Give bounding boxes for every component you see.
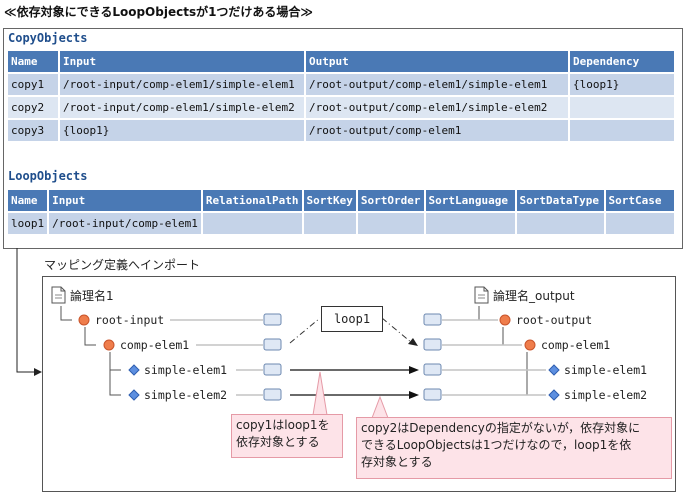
- copy-objects-cell: /root-input/comp-elem1/simple-elem2: [60, 97, 304, 118]
- right-tree-node: simple-elem1: [564, 363, 648, 377]
- copy-objects-cell: copy2: [8, 97, 58, 118]
- left-tree-node: comp-elem1: [120, 338, 190, 352]
- note-line: copy2はDependencyの指定がないが，依存対象に: [361, 421, 641, 435]
- copy-objects-cell: copy1: [8, 74, 58, 95]
- right-tree-node: simple-elem2: [564, 388, 648, 402]
- note-line: copy1はloop1を: [236, 418, 330, 432]
- loop-objects-cell: [516, 213, 604, 234]
- copy-objects-row: copy1/root-input/comp-elem1/simple-elem1…: [8, 74, 674, 95]
- loop-objects-header-sortdatatype: SortDataType: [516, 190, 604, 211]
- loop-objects-row: loop1/root-input/comp-elem1: [8, 213, 674, 234]
- loop-object-box: loop1: [321, 306, 383, 332]
- copy-objects-cell: /root-output/comp-elem1/simple-elem1: [306, 74, 568, 95]
- right-logical-name: 論理名_output: [493, 289, 575, 303]
- left-tree-node: simple-elem1: [144, 363, 228, 377]
- note-line: 存対象とする: [361, 455, 433, 469]
- note-line: できるLoopObjectsは1つだけなので，loop1を依: [361, 438, 632, 452]
- copy-objects-cell: /root-output/comp-elem1: [306, 120, 568, 141]
- document-icon: [51, 286, 66, 304]
- loop-objects-header-name: Name: [8, 190, 48, 211]
- copy-objects-header-input: Input: [60, 51, 304, 72]
- note-copy1: copy1はloop1を 依存対象とする: [231, 414, 343, 458]
- loop-objects-header-input: Input: [49, 190, 201, 211]
- copy-objects-cell: /root-input/comp-elem1/simple-elem1: [60, 74, 304, 95]
- left-tree-node: root-input: [95, 313, 165, 327]
- copy-objects-header-dependency: Dependency: [570, 51, 674, 72]
- note-line: 依存対象とする: [236, 435, 320, 449]
- page-heading: ≪依存対象にできるLoopObjectsが1つだけある場合≫: [4, 5, 313, 19]
- import-label: マッピング定義へインポート: [44, 258, 201, 272]
- loop-objects-cell: /root-input/comp-elem1: [49, 213, 201, 234]
- loop-objects-header-sortorder: SortOrder: [357, 190, 424, 211]
- loop-objects-title: LoopObjects: [8, 169, 88, 183]
- copy-objects-row: copy3{loop1}/root-output/comp-elem1: [8, 120, 674, 141]
- copy-objects-cell: {loop1}: [570, 74, 674, 95]
- document-icon: [474, 286, 489, 304]
- copy-objects-cell: /root-output/comp-elem1/simple-elem2: [306, 97, 568, 118]
- loop-objects-header-sortcase: SortCase: [605, 190, 674, 211]
- copy-objects-cell: [570, 120, 674, 141]
- right-tree-node: comp-elem1: [541, 338, 611, 352]
- copy-objects-header-output: Output: [306, 51, 568, 72]
- loop-objects-header-sortlanguage: SortLanguage: [425, 190, 515, 211]
- loop-objects-header-sortkey: SortKey: [303, 190, 356, 211]
- left-tree-node: simple-elem2: [144, 388, 228, 402]
- copy-objects-cell: copy3: [8, 120, 58, 141]
- loop-objects-cell: loop1: [8, 213, 48, 234]
- loop-objects-header-relationalpath: RelationalPath: [202, 190, 302, 211]
- loop-objects-cell: [605, 213, 674, 234]
- loop-objects-cell: [357, 213, 424, 234]
- copy-objects-row: copy2/root-input/comp-elem1/simple-elem2…: [8, 97, 674, 118]
- loop-objects-cell: [425, 213, 515, 234]
- loop-objects-cell: [303, 213, 356, 234]
- copy-objects-header-name: Name: [8, 51, 58, 72]
- loop-objects-cell: [202, 213, 302, 234]
- copy-objects-cell: {loop1}: [60, 120, 304, 141]
- copy-objects-title: CopyObjects: [8, 31, 88, 45]
- left-logical-name: 論理名1: [70, 289, 114, 303]
- note-copy2: copy2はDependencyの指定がないが，依存対象に できるLoopObj…: [356, 417, 672, 479]
- copy-objects-cell: [570, 97, 674, 118]
- right-tree-node: root-output: [516, 313, 593, 327]
